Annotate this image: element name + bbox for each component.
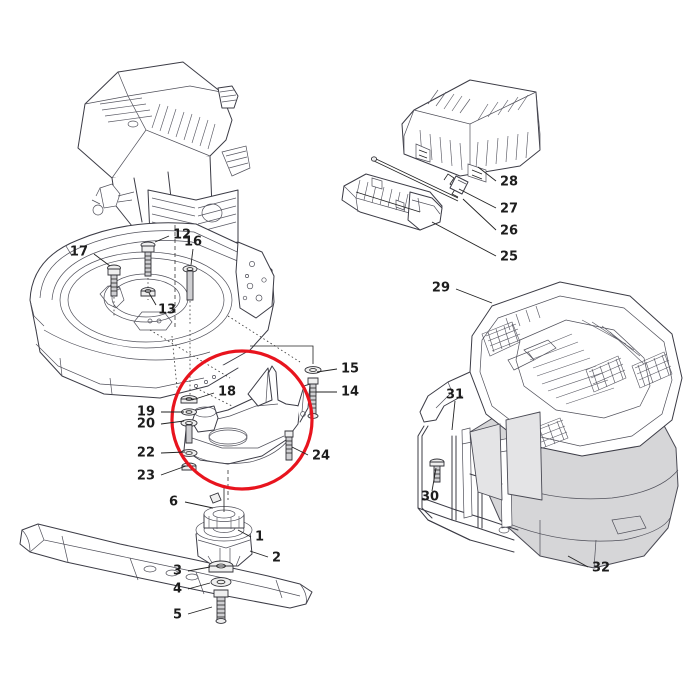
bolt-12	[140, 241, 156, 300]
callout-24: 24	[312, 449, 330, 464]
callout-15: 15	[341, 362, 359, 377]
callout-26: 26	[500, 224, 518, 239]
callout-3: 3	[173, 564, 182, 579]
callout-31: 31	[446, 388, 464, 403]
grass-catcher-assembly	[417, 281, 683, 569]
bolt-washer-14-15	[250, 345, 322, 419]
callout-leaders	[93, 166, 589, 615]
mower-deck-assembly	[29, 222, 275, 399]
mesh-patch	[481, 321, 521, 357]
catcher-cover-29	[419, 281, 683, 457]
callout-28: 28	[500, 175, 518, 190]
callout-17: 17	[70, 245, 88, 260]
washer-3	[208, 560, 234, 573]
mesh-patch	[631, 351, 673, 389]
washer-15	[304, 366, 322, 374]
mulching-plug-assembly	[180, 365, 311, 500]
deck-fasteners	[107, 225, 198, 330]
callout-19: 19	[137, 405, 155, 420]
callout-5: 5	[173, 608, 182, 623]
bolt-16	[182, 265, 198, 324]
screw-30	[429, 458, 445, 483]
lockwasher-4	[210, 577, 232, 587]
bolt-17	[107, 264, 121, 318]
screw-24	[284, 430, 294, 461]
callout-25: 25	[500, 250, 518, 265]
callout-13: 13	[158, 303, 176, 318]
callout-18: 18	[218, 385, 236, 400]
rod-26	[370, 156, 459, 202]
callout-4: 4	[173, 582, 182, 597]
cover-28	[401, 79, 541, 183]
callout-22: 22	[137, 446, 155, 461]
blade-hub-1	[195, 506, 253, 567]
callout-27: 27	[500, 202, 518, 217]
callout-20: 20	[137, 417, 155, 432]
callout-2: 2	[272, 551, 281, 566]
grille-25	[341, 173, 443, 231]
engine-assembly	[77, 61, 251, 268]
nut-13	[140, 287, 156, 297]
callout-14: 14	[341, 385, 359, 400]
callout-1: 1	[255, 530, 264, 545]
callout-30: 30	[421, 490, 439, 505]
bolt-5	[213, 589, 229, 624]
callout-6: 6	[169, 495, 178, 510]
callout-labels: 1 2 3 4 5 6 12 13 16 17 14 15 18 19 20 2…	[70, 175, 610, 623]
callout-12: 12	[173, 228, 191, 243]
spring-clip-27	[443, 173, 469, 198]
blade-assembly	[19, 486, 313, 624]
callout-29: 29	[432, 281, 450, 296]
mesh-patch	[585, 355, 627, 393]
assembly-guide-lines	[149, 315, 301, 407]
callout-23: 23	[137, 469, 155, 484]
key-6	[209, 486, 225, 512]
callout-16: 16	[184, 235, 202, 250]
cover-grille-assembly	[341, 79, 541, 231]
mulching-plug-assembly-highlight	[170, 349, 314, 491]
callout-32: 32	[592, 561, 610, 576]
